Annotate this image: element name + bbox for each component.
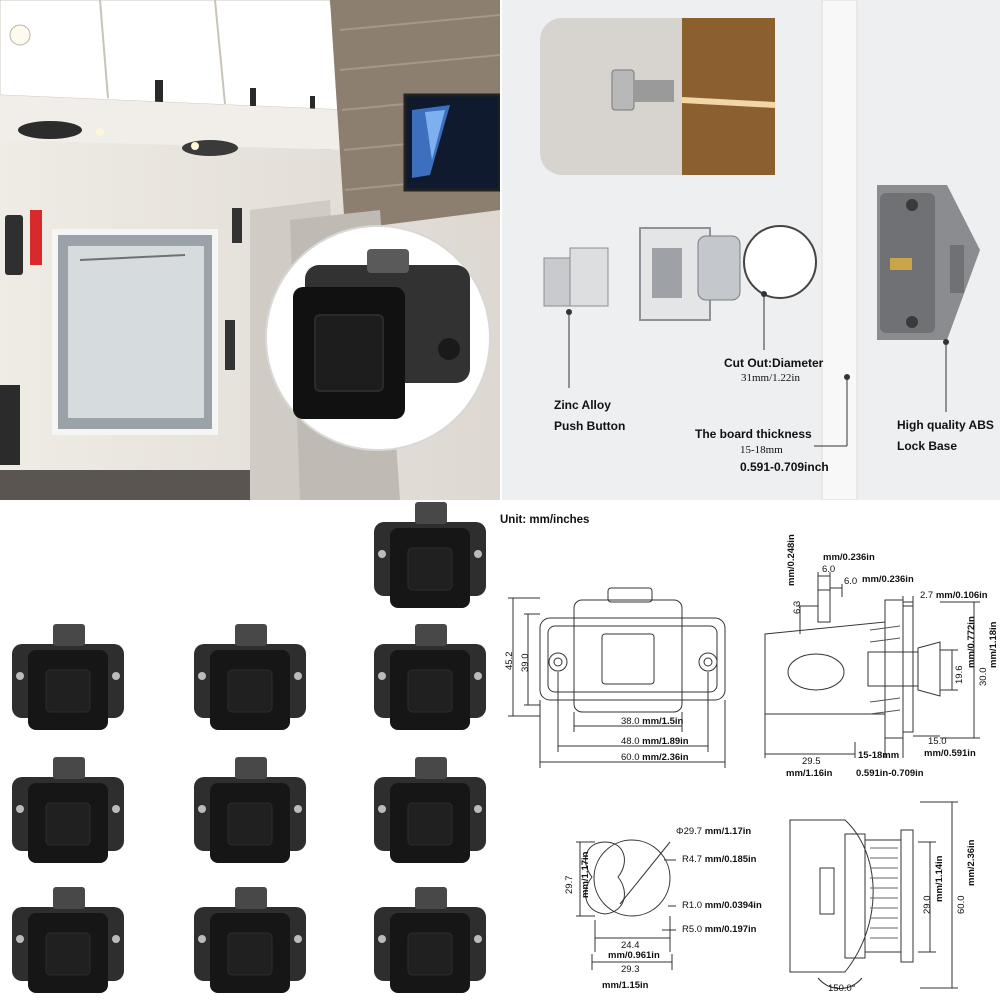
dim-side-19-6: 19.6	[954, 665, 965, 685]
dim-side-29-5-in: mm/1.16in	[786, 768, 833, 779]
latch-unit	[370, 624, 490, 734]
dim-side-6b-mm: 6.0	[844, 576, 858, 587]
latch-unit	[8, 887, 128, 997]
dim-side-19-6-in: mm/0.772in	[966, 616, 977, 668]
latch-quantity-grid	[0, 502, 500, 1000]
dim-front-w2-in: mm/1.89in	[642, 736, 689, 747]
dim-side-2-7-mm: 2.7	[920, 590, 934, 601]
dim-side-board-in: 0.591in-0.709in	[856, 768, 924, 779]
dim-cutout-phi: Φ29.7 mm/1.17in	[676, 826, 751, 837]
latch-unit	[8, 624, 128, 734]
button-label-line2: Push Button	[554, 419, 626, 433]
cutout-value: 31mm/1.22in	[741, 372, 800, 384]
latch-closeup-image	[293, 249, 470, 419]
feature-illustration	[540, 0, 980, 500]
board-thickness-in: 0.591-0.709inch	[740, 460, 829, 474]
dim-side-30: 30.0	[978, 667, 989, 687]
dim-side-board: 15-18mm	[858, 750, 900, 761]
board-thickness-title: The board thickness	[695, 427, 812, 441]
latch-unit	[8, 757, 128, 867]
latch-unit	[190, 887, 310, 997]
dim-side-6-3-in: mm/0.248in	[786, 534, 797, 586]
dim-cutout-w24-4-in: mm/0.961in	[608, 950, 660, 961]
dim-side-15-in: mm/0.591in	[924, 748, 976, 759]
dim-profile-h60: 60.0	[956, 895, 967, 915]
dim-profile-h60-in: mm/2.36in	[966, 839, 977, 886]
dim-cutout-w24-4: 24.4	[621, 940, 640, 951]
dimension-drawings	[508, 572, 980, 989]
dim-front-w2: 48.0 mm/1.89in	[621, 736, 689, 747]
dim-side-6a: 6.0	[822, 564, 835, 575]
dim-side-6-3: 6.3	[792, 600, 803, 614]
dim-cutout-r47-in: mm/0.185in	[704, 854, 757, 865]
dim-profile-h29: 29.0	[922, 895, 933, 915]
dim-profile-angle: 150.0°	[828, 983, 856, 994]
board-thickness-mm: 15-18mm	[740, 444, 783, 456]
cutout-title: Cut Out:Diameter	[724, 356, 824, 370]
dim-side-15: 15.0	[928, 736, 947, 747]
rv-interior-illustration	[0, 0, 500, 500]
base-label-line1: High quality ABS	[897, 418, 994, 432]
latch-unit	[190, 757, 310, 867]
dim-front-w3-mm: 60.0	[621, 752, 640, 763]
dim-cutout-r1-mm: R1.0	[682, 900, 703, 911]
latch-unit	[370, 887, 490, 997]
dim-side-2-7-in: mm/0.106in	[935, 590, 988, 601]
dim-side-6a-in: mm/0.236in	[823, 552, 875, 563]
button-label-line1: Zinc Alloy	[554, 398, 611, 412]
dim-cutout-r47: R4.7 mm/0.185in	[682, 854, 756, 865]
dim-cutout-phi-mm: Φ29.7	[676, 826, 703, 837]
base-label-line2: Lock Base	[897, 439, 958, 453]
dim-side-2-7: 2.7 mm/0.106in	[920, 590, 988, 601]
dim-side-6b-in: mm/0.236in	[862, 574, 914, 585]
latch-closeup-circle	[265, 225, 491, 451]
dim-cutout-r47-mm: R4.7	[682, 854, 703, 865]
rv-interior-photo	[0, 0, 500, 500]
feature-panel: Cut Out:Diameter 31mm/1.22in Zinc Alloy …	[502, 0, 1000, 500]
unit-label: Unit: mm/inches	[500, 514, 590, 526]
dim-cutout-phi-in: mm/1.17in	[704, 826, 752, 837]
dim-front-w1-in: mm/1.5in	[642, 716, 684, 727]
dim-cutout-r5-mm: R5.0	[682, 924, 703, 935]
technical-drawing-panel: Unit: mm/inches	[500, 502, 1000, 1000]
dim-front-w3: 60.0 mm/2.36in	[621, 752, 689, 763]
dim-front-w1-mm: 38.0	[621, 716, 640, 727]
dim-front-w1: 38.0 mm/1.5in	[621, 716, 683, 727]
dim-cutout-w29-3-in: mm/1.15in	[602, 980, 649, 991]
latch-unit	[370, 757, 490, 867]
dim-front-w3-in: mm/2.36in	[642, 752, 689, 763]
dim-front-w2-mm: 48.0	[621, 736, 640, 747]
dim-front-height-inner: 39.0	[520, 653, 531, 673]
dim-cutout-w29-3: 29.3	[621, 964, 640, 975]
dim-cutout-h29-7: 29.7	[564, 875, 575, 895]
latch-unit	[370, 502, 490, 612]
dim-cutout-r1-in: mm/0.0394in	[704, 900, 762, 911]
dim-cutout-r1: R1.0 mm/0.0394in	[682, 900, 762, 911]
dim-profile-h29-in: mm/1.14in	[934, 855, 945, 902]
latch-unit	[190, 624, 310, 734]
dim-side-6a-mm: 6.0	[822, 564, 836, 575]
dim-side-30-in: mm/1.18in	[988, 621, 999, 668]
dim-cutout-r5-in: mm/0.197in	[704, 924, 757, 935]
dim-side-29-5: 29.5	[802, 756, 821, 767]
dim-cutout-r5: R5.0 mm/0.197in	[682, 924, 756, 935]
dim-cutout-h29-7-in: mm/1.17in	[580, 851, 591, 898]
dim-front-height-outer: 45.2	[504, 651, 515, 671]
